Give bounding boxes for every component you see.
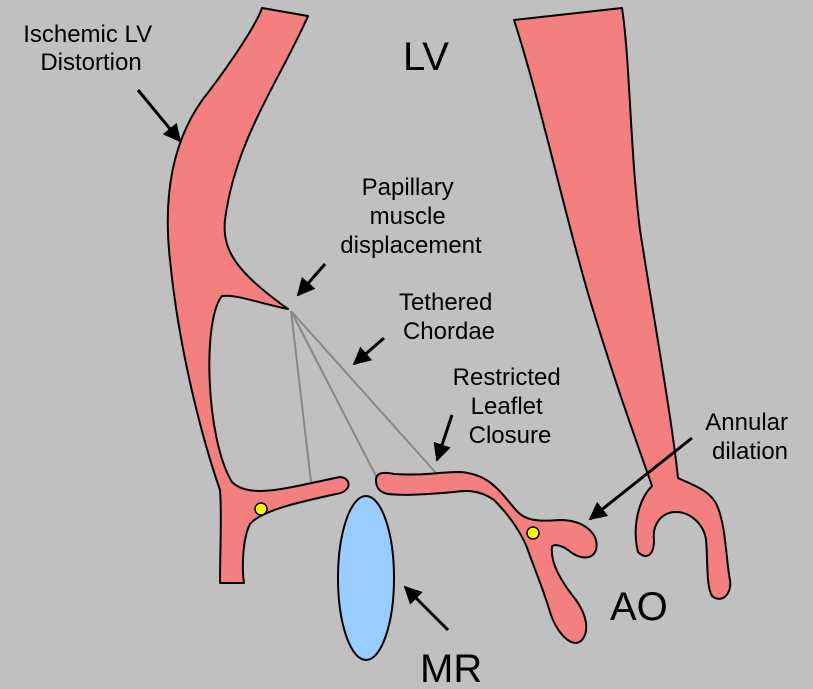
left-ventricular-wall [168,8,349,583]
aortic-wall [514,8,730,599]
ao-label: AO [610,585,668,629]
restricted-leaflet-arrow [437,415,452,460]
mr-label: MR [420,647,482,689]
chorda-1 [291,311,311,482]
papillary-label: Papillary muscle displacement [340,174,482,259]
tethered-label: Tethered Chordae [399,289,499,345]
anterior-mitral-leaflet [376,472,597,643]
restricted-label: Restricted Leaflet Closure [453,364,568,449]
chorda-2 [291,311,376,476]
regurgitant-jet [338,496,394,660]
posterior-annulus-marker [255,503,267,515]
ischemic-label: Ischemic LV Distortion [23,21,159,76]
mr-arrow [405,587,448,630]
ischemic-distortion-arrow [138,90,180,141]
papillary-displacement-arrow [298,264,325,295]
anterior-annulus-marker [527,527,539,539]
annular-label: Annular dilation [705,409,794,465]
lv-label: LV [403,35,449,79]
tethered-chordae-arrow [354,338,384,364]
